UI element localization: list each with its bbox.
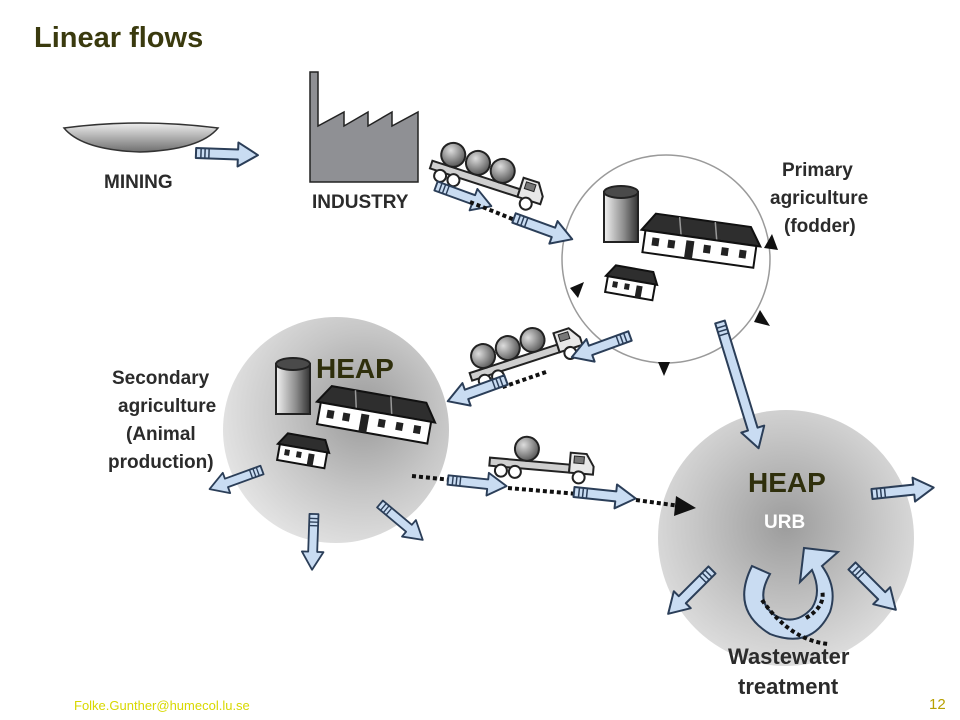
cycle-arrowhead — [570, 282, 584, 298]
slide-title: Linear flows — [34, 22, 204, 54]
page-number: 12 — [929, 696, 946, 713]
cycle-arrowhead — [658, 362, 670, 376]
dotted-flow-line — [499, 370, 547, 390]
dotted-flow-line — [804, 589, 825, 620]
heap-label-secondary: HEAP — [316, 353, 394, 384]
dotted-arrowhead — [674, 496, 696, 516]
flow-arrow-mining-industry — [194, 140, 260, 169]
mining-label: MINING — [104, 172, 173, 193]
secondary-agriculture-label: Secondary agriculture (Animal production… — [108, 368, 221, 473]
cycle-arrowhead — [764, 234, 778, 250]
urb-label: URB — [764, 512, 805, 533]
farm-silo-icon — [603, 185, 639, 243]
dotted-flow-line — [507, 486, 579, 496]
mining-pit-icon — [62, 122, 220, 153]
farm-silo-icon — [275, 357, 311, 415]
dotted-flow-line — [635, 498, 681, 508]
primary-agriculture-label: Primary agriculture (fodder) — [770, 160, 873, 237]
footer-email: Folke.Gunther@humecol.lu.se — [74, 698, 250, 713]
industry-label: INDUSTRY — [312, 192, 409, 213]
heap-label-urban: HEAP — [748, 467, 826, 498]
wastewater-label: Wastewater treatment — [728, 644, 856, 699]
dotted-flow-line — [760, 598, 829, 646]
factory-icon — [309, 71, 419, 183]
dotted-flow-line — [469, 200, 521, 224]
urban-heap — [658, 410, 914, 666]
tanker-truck-icon — [487, 432, 597, 486]
flow-arrow-to-urban — [571, 479, 638, 512]
cycle-arrowhead — [754, 310, 770, 326]
